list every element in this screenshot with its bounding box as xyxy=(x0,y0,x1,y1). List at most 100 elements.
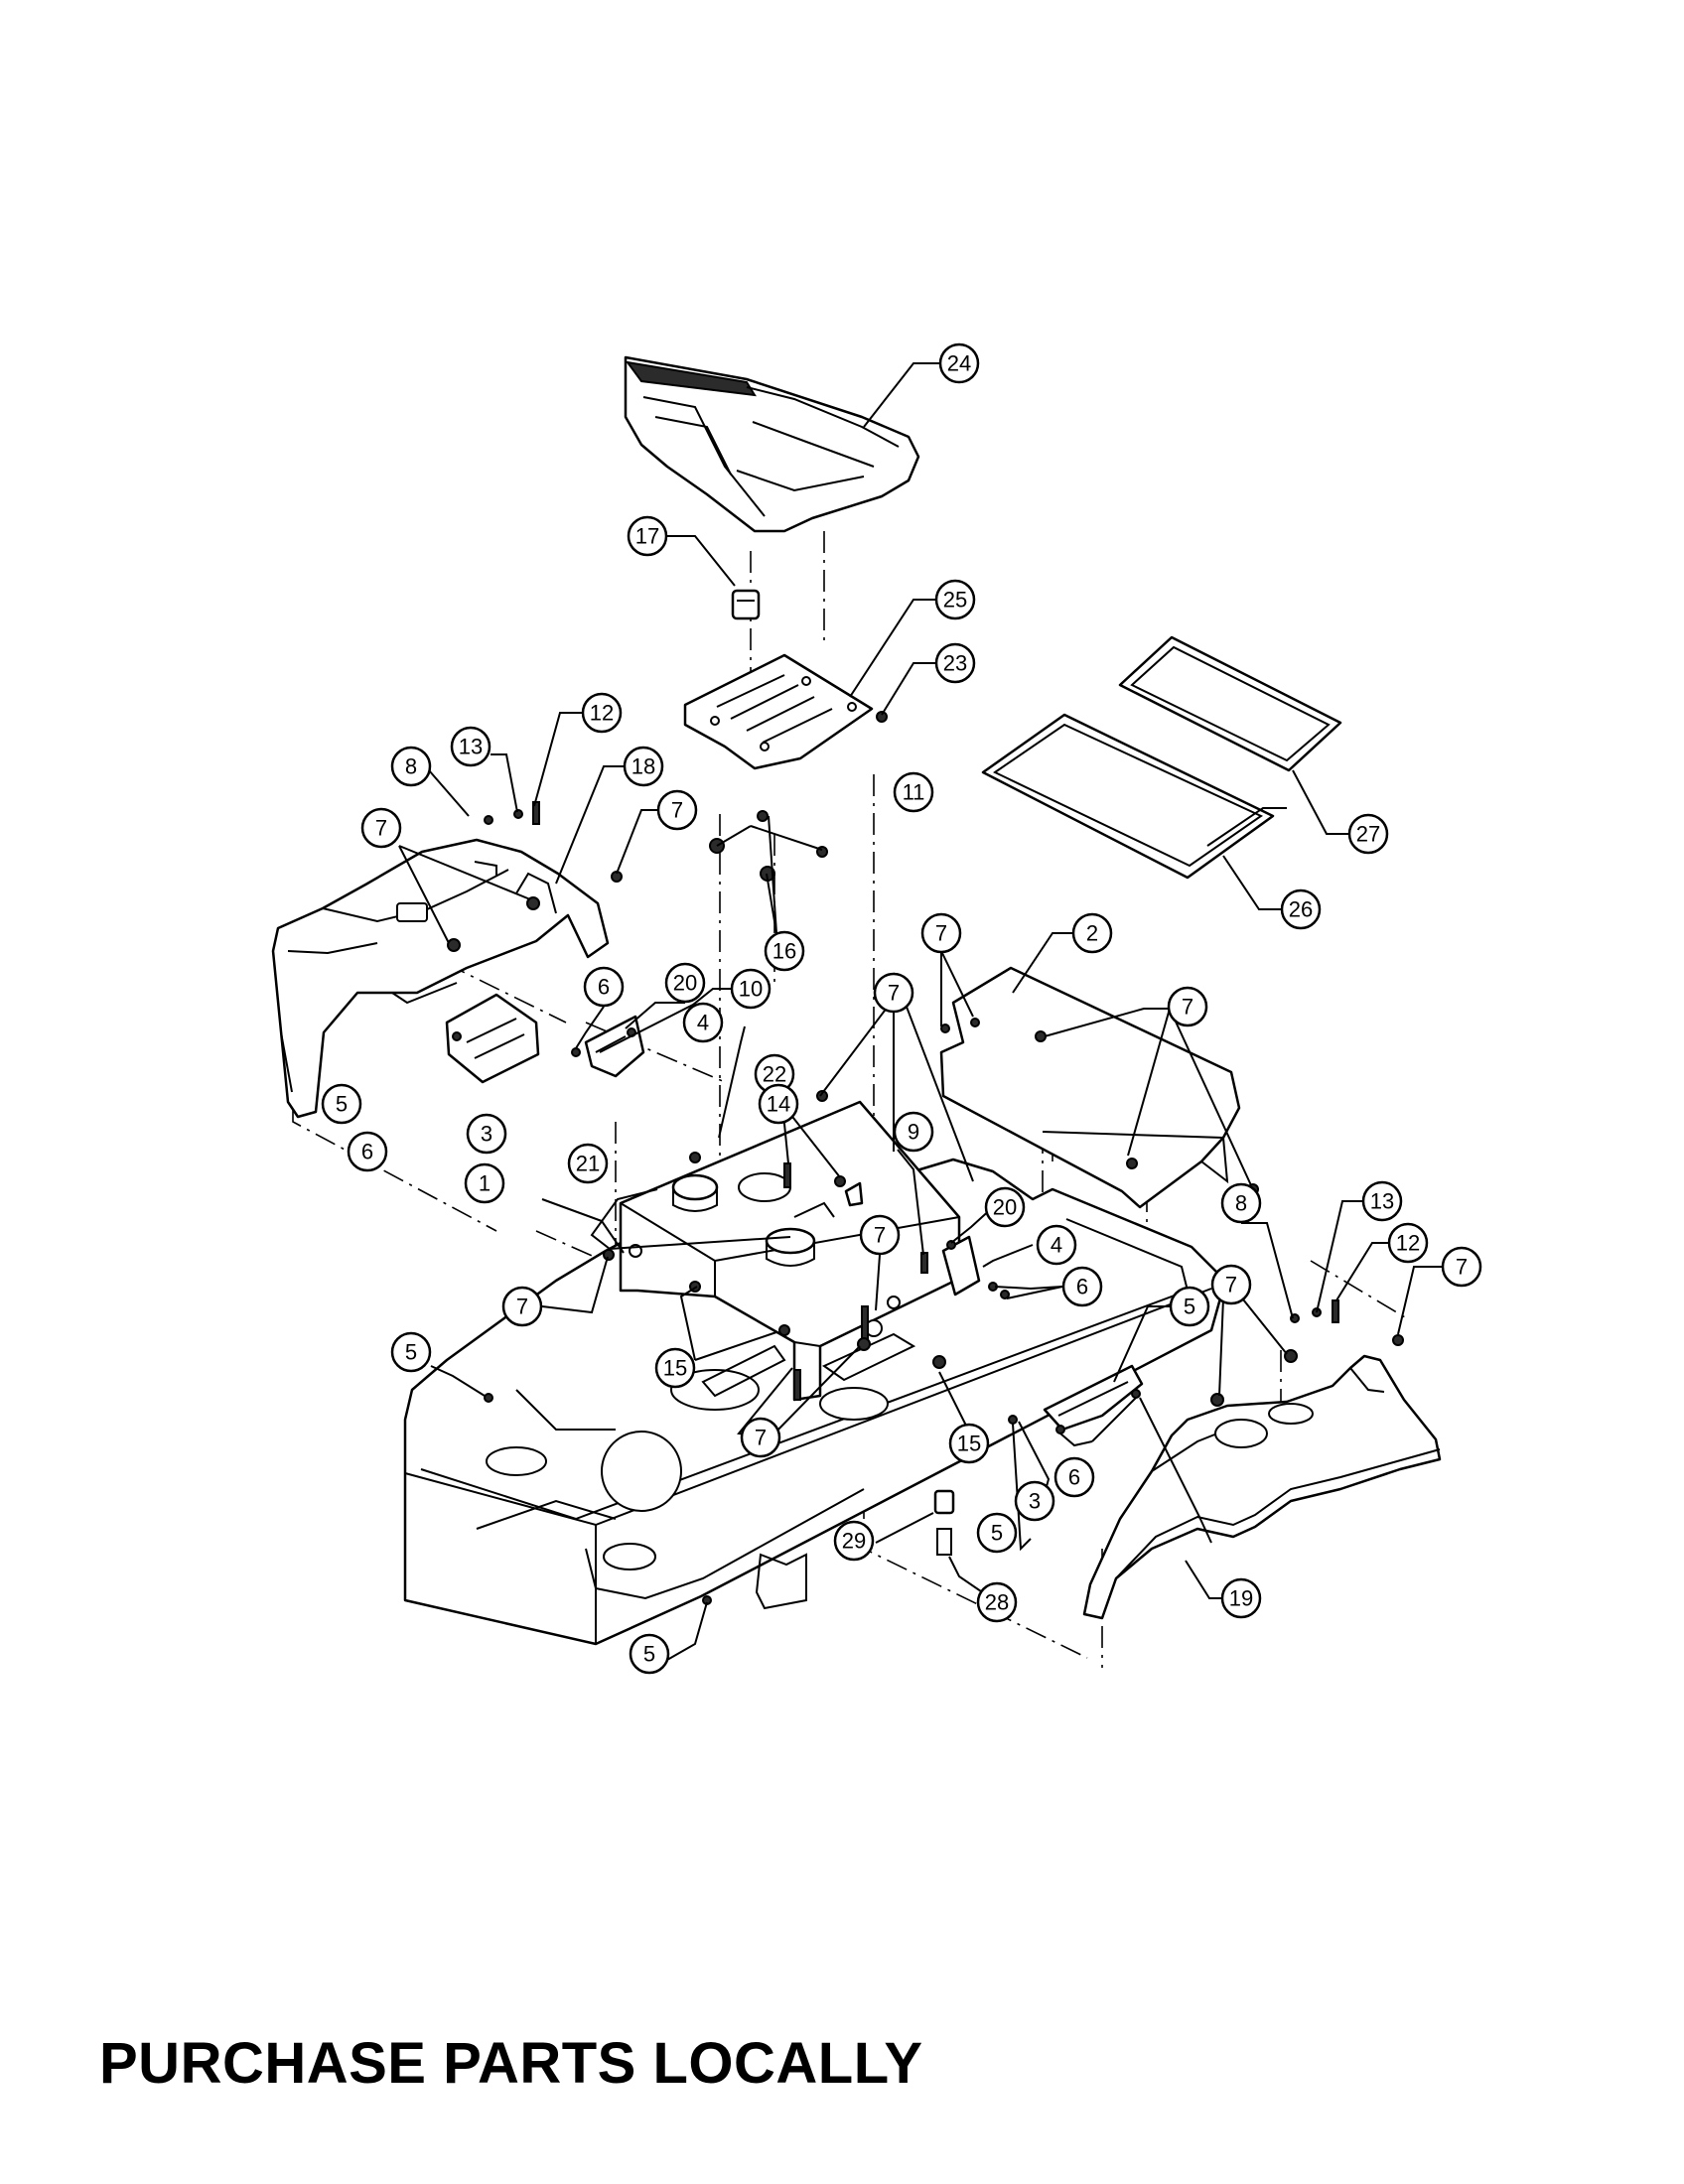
plate-bolt xyxy=(876,711,888,723)
interlock-switch-parts xyxy=(783,1162,1010,1299)
callout-9: 9 xyxy=(893,1111,934,1153)
svg-text:24: 24 xyxy=(947,351,971,376)
callout-3: 3 xyxy=(466,1113,507,1155)
svg-text:13: 13 xyxy=(459,735,483,759)
svg-text:12: 12 xyxy=(590,701,614,726)
isolator-grommets xyxy=(671,1152,816,1267)
callout-5: 5 xyxy=(976,1512,1018,1554)
svg-text:7: 7 xyxy=(874,1223,886,1248)
svg-text:23: 23 xyxy=(943,651,967,676)
callout-12: 12 xyxy=(581,692,623,734)
callout-7: 7 xyxy=(1441,1246,1482,1288)
callout-13: 13 xyxy=(1361,1180,1403,1222)
callout-15: 15 xyxy=(654,1347,696,1389)
right-fender xyxy=(1082,1354,1442,1620)
bumper-and-bolt xyxy=(933,1489,955,1556)
svg-text:3: 3 xyxy=(1029,1489,1041,1514)
left-fender xyxy=(271,838,610,1119)
callout-7: 7 xyxy=(859,1214,901,1256)
callout-13: 13 xyxy=(450,726,491,767)
svg-text:4: 4 xyxy=(1051,1233,1062,1258)
svg-text:29: 29 xyxy=(842,1529,866,1554)
callout-8: 8 xyxy=(390,746,432,787)
callout-28: 28 xyxy=(976,1581,1018,1623)
callout-26: 26 xyxy=(1280,888,1322,930)
callout-23: 23 xyxy=(934,642,976,684)
footer-title: PURCHASE PARTS LOCALLY xyxy=(99,2031,923,2096)
callout-7: 7 xyxy=(1167,986,1208,1027)
callout-6: 6 xyxy=(583,966,625,1008)
svg-text:22: 22 xyxy=(763,1062,786,1087)
floor-pad-rear xyxy=(1118,635,1342,772)
svg-text:15: 15 xyxy=(957,1432,981,1456)
svg-text:11: 11 xyxy=(903,780,925,805)
svg-text:7: 7 xyxy=(1225,1273,1237,1297)
callout-12: 12 xyxy=(1387,1222,1429,1264)
svg-text:13: 13 xyxy=(1370,1189,1394,1214)
floor-pad-front xyxy=(981,713,1275,880)
svg-text:20: 20 xyxy=(993,1195,1017,1220)
svg-text:7: 7 xyxy=(1182,995,1193,1020)
callout-7: 7 xyxy=(920,912,962,954)
svg-text:7: 7 xyxy=(671,798,683,823)
callout-29: 29 xyxy=(833,1520,875,1562)
svg-text:5: 5 xyxy=(643,1642,655,1667)
callout-7: 7 xyxy=(360,807,402,849)
callout-2: 2 xyxy=(1071,912,1113,954)
callout-5: 5 xyxy=(390,1331,432,1373)
callout-14: 14 xyxy=(758,1083,799,1125)
left-fender-bracket xyxy=(445,993,540,1084)
callout-20: 20 xyxy=(664,962,706,1004)
svg-text:7: 7 xyxy=(935,921,947,946)
callout-7: 7 xyxy=(873,972,914,1014)
svg-text:16: 16 xyxy=(772,939,796,964)
svg-text:5: 5 xyxy=(336,1092,348,1117)
callouts: 24 17 25 23 27 26 12 13 8 18 7 7 11 16 7… xyxy=(321,342,1482,1675)
callout-6: 6 xyxy=(347,1131,388,1172)
seat-adjuster xyxy=(731,589,761,620)
svg-text:8: 8 xyxy=(405,754,417,779)
callout-1: 1 xyxy=(464,1162,505,1204)
svg-text:9: 9 xyxy=(908,1120,919,1145)
svg-text:3: 3 xyxy=(481,1122,492,1147)
svg-text:27: 27 xyxy=(1356,822,1380,847)
svg-text:5: 5 xyxy=(405,1340,417,1365)
svg-text:21: 21 xyxy=(576,1152,600,1176)
svg-text:18: 18 xyxy=(632,754,655,779)
svg-text:26: 26 xyxy=(1289,897,1313,922)
callout-25: 25 xyxy=(934,579,976,620)
callout-7: 7 xyxy=(740,1417,781,1458)
callout-6: 6 xyxy=(1061,1266,1103,1307)
svg-text:17: 17 xyxy=(635,524,659,549)
svg-text:14: 14 xyxy=(767,1092,790,1117)
callout-8: 8 xyxy=(1220,1182,1262,1224)
svg-text:19: 19 xyxy=(1229,1586,1253,1611)
callout-5: 5 xyxy=(321,1083,362,1125)
callout-3: 3 xyxy=(1014,1480,1055,1522)
callout-27: 27 xyxy=(1347,813,1389,855)
svg-text:7: 7 xyxy=(755,1426,767,1450)
svg-text:5: 5 xyxy=(1184,1295,1195,1319)
callout-5: 5 xyxy=(1169,1286,1210,1327)
callout-15: 15 xyxy=(948,1423,990,1464)
svg-text:7: 7 xyxy=(375,816,387,841)
callout-7: 7 xyxy=(1210,1264,1252,1305)
svg-text:20: 20 xyxy=(673,971,697,996)
seat xyxy=(624,355,920,533)
svg-text:7: 7 xyxy=(1456,1255,1468,1280)
callout-4: 4 xyxy=(682,1002,724,1043)
callout-21: 21 xyxy=(567,1143,609,1184)
svg-text:5: 5 xyxy=(991,1521,1003,1546)
svg-text:28: 28 xyxy=(985,1590,1009,1615)
svg-text:1: 1 xyxy=(479,1171,491,1196)
svg-text:6: 6 xyxy=(1076,1275,1088,1299)
svg-text:2: 2 xyxy=(1086,921,1098,946)
svg-text:7: 7 xyxy=(516,1295,528,1319)
svg-text:8: 8 xyxy=(1235,1191,1247,1216)
callout-4: 4 xyxy=(1036,1224,1077,1266)
callout-7: 7 xyxy=(656,789,698,831)
svg-text:6: 6 xyxy=(361,1140,373,1164)
callout-16: 16 xyxy=(764,930,805,972)
svg-text:6: 6 xyxy=(598,975,610,1000)
